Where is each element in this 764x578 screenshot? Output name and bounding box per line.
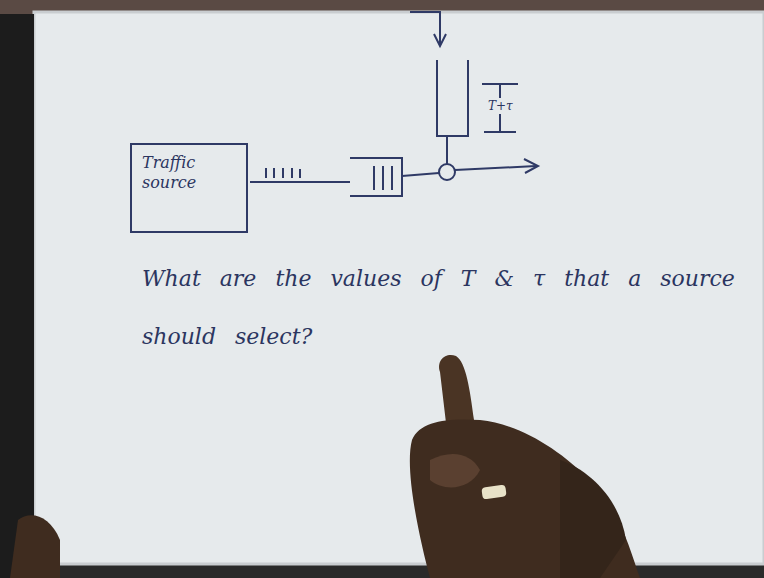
paper-sheet <box>34 12 764 564</box>
arrow-head <box>524 159 538 173</box>
paper-edge <box>34 12 764 564</box>
packet-marks <box>266 168 300 178</box>
lecturer-hand <box>10 355 640 578</box>
bucket-link <box>446 136 448 164</box>
dimension-marker <box>482 84 518 132</box>
queued-packets <box>374 166 392 190</box>
process-box: Traffic source <box>130 143 248 233</box>
server-circle <box>439 164 455 180</box>
link-line <box>250 181 350 183</box>
dimension-label: T+τ <box>486 98 515 114</box>
left-shadow <box>0 14 34 578</box>
queue-buffer <box>350 158 402 196</box>
token-bucket <box>437 60 468 136</box>
link-line <box>402 173 439 176</box>
node-label: Traffic source <box>142 153 234 193</box>
question-note: What are the values of T & τ that a sour… <box>142 250 742 366</box>
output-arrow <box>455 166 536 170</box>
arrow-head <box>434 34 446 46</box>
